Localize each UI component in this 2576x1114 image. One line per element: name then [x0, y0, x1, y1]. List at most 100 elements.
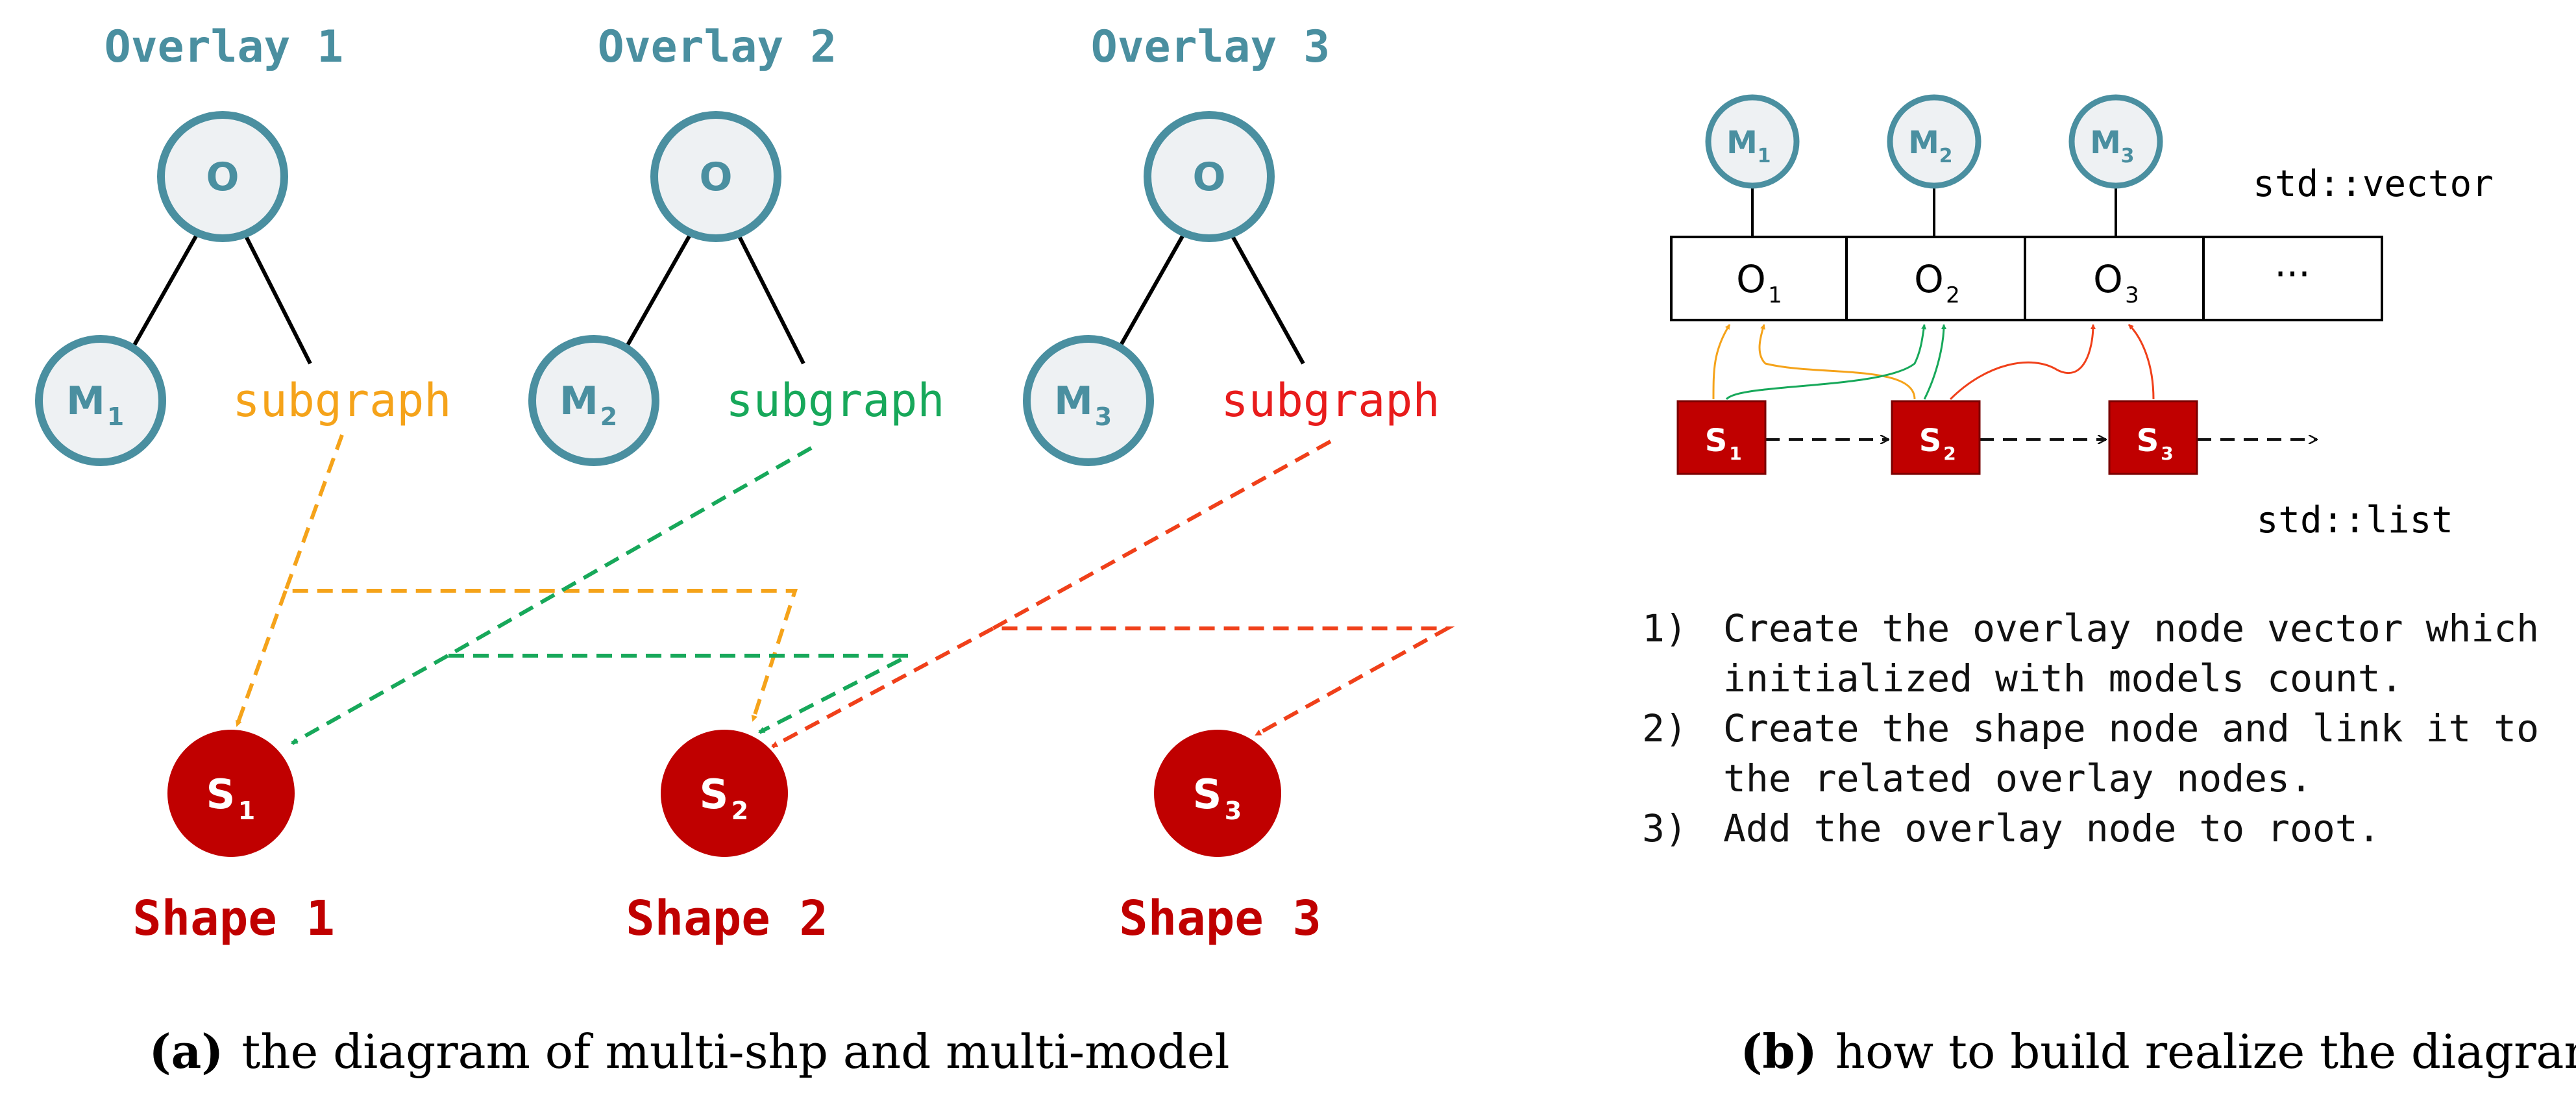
- model-node: [528, 335, 659, 466]
- list-node-2: S 2: [1891, 400, 1981, 475]
- link-s2-o3: [1949, 324, 2096, 401]
- list-node-label: S: [1919, 423, 1942, 459]
- overlay-root-label: O: [699, 155, 732, 200]
- vector-label: std::vector: [2253, 163, 2494, 205]
- model-subscript: 2: [600, 402, 617, 431]
- list-node-subscript: 3: [2161, 443, 2173, 464]
- tree-edge: [624, 234, 692, 349]
- link-green-to-s1: [291, 654, 449, 745]
- model-subscript: 1: [107, 402, 124, 431]
- overlay-1: Overlay 1 O M 1 subgraph: [35, 21, 452, 466]
- model-label: M: [559, 378, 598, 424]
- link-s1-o2: [1725, 324, 1926, 401]
- shape-links: [235, 434, 1455, 749]
- overlay-root-label: O: [1192, 155, 1225, 200]
- tree-edge: [737, 234, 805, 365]
- list-node-3: S 3: [2108, 400, 2198, 475]
- step-number: 1): [1642, 606, 1687, 650]
- tree-edge: [131, 234, 199, 349]
- tree-edge: [1118, 234, 1185, 349]
- link-s3-o3: [2128, 323, 2155, 400]
- vector-box: [1670, 236, 2383, 321]
- overlay-title: Overlay 2: [598, 21, 837, 73]
- shape-title: Shape 3: [1119, 891, 1321, 947]
- model-label: M: [66, 378, 105, 424]
- link-s2-o1: [1758, 324, 1916, 400]
- vector-model-3: M 3: [2068, 94, 2163, 189]
- link-s1-o1: [1712, 324, 1731, 400]
- list-node-label: S: [2137, 423, 2159, 459]
- model-label: M: [1726, 125, 1758, 161]
- shape-title: Shape 1: [132, 891, 335, 947]
- model-node: [35, 335, 166, 466]
- vector-cell-subscript: 1: [1768, 282, 1782, 308]
- tree-edge: [243, 234, 312, 365]
- shape-node-subscript: 2: [731, 797, 748, 825]
- link-red-to-s3: [985, 439, 1455, 737]
- step-text: Create the shape node and link it to the…: [1723, 706, 2540, 800]
- step-number: 2): [1642, 706, 1687, 750]
- shape-list: S 1 S 2 S 3: [1676, 400, 2317, 475]
- shape-node: [661, 730, 788, 857]
- caption-a: (a)the diagram of multi-shp and multi-mo…: [149, 1024, 1230, 1079]
- shape-node-subscript: 1: [238, 797, 255, 825]
- build-steps: 1) Create the overlay node vector which …: [1642, 604, 2564, 854]
- model-node: [1023, 335, 1154, 466]
- step-text: Create the overlay node vector which ini…: [1723, 606, 2540, 700]
- subgraph-label: subgraph: [232, 374, 451, 427]
- overlay-title: Overlay 1: [104, 21, 343, 73]
- vector-cell-label: O: [2093, 257, 2123, 301]
- vector-cell-label: O: [1914, 257, 1944, 301]
- build-step: 2) Create the shape node and link it to …: [1642, 704, 2564, 804]
- model-subscript: 3: [2121, 145, 2135, 167]
- shape-node-subscript: 3: [1225, 797, 1242, 825]
- caption-b-tag: (b): [1740, 1024, 1817, 1079]
- subgraph-label: subgraph: [726, 374, 944, 427]
- shape-1: S 1 Shape 1: [132, 730, 335, 947]
- link-orange-to-s1: [235, 589, 288, 727]
- overlay-2: Overlay 2 O M 2 subgraph: [528, 21, 945, 466]
- link-red-to-s2: [771, 626, 994, 749]
- vector-model-2: M 2: [1887, 94, 1981, 189]
- overlay-vector: O 1 O 2 O 3 ···: [1670, 236, 2383, 321]
- caption-a-tag: (a): [149, 1024, 224, 1079]
- list-node-1: S 1: [1676, 400, 1767, 475]
- subgraph-label: subgraph: [1221, 374, 1440, 427]
- shape-node-label: S: [206, 771, 236, 818]
- vector-cell-ellipsis: ···: [2274, 252, 2310, 296]
- vector-model-1: M 1: [1705, 94, 1800, 189]
- shape-node-label: S: [700, 771, 729, 818]
- shape-node: [1154, 730, 1281, 857]
- model-subscript: 2: [1939, 145, 1953, 167]
- overlay-title: Overlay 3: [1091, 21, 1330, 73]
- list-to-vector-links: [1712, 323, 2155, 401]
- model-label: M: [1908, 125, 1939, 161]
- step-text: Add the overlay node to root.: [1723, 806, 2381, 850]
- caption-b: (b) how to build realize the diagram: [1740, 1024, 2576, 1079]
- shape-3: S 3 Shape 3: [1119, 730, 1321, 947]
- build-step: 3) Add the overlay node to root.: [1642, 804, 2564, 854]
- shape-node-label: S: [1193, 771, 1222, 818]
- tree-edge: [1230, 234, 1305, 365]
- link-orange-to-s2: [282, 434, 798, 722]
- model-subscript: 1: [1758, 145, 1771, 167]
- vector-cell-label: O: [1736, 257, 1766, 301]
- vector-cell-subscript: 3: [2125, 282, 2139, 308]
- panel-b: M 1 M 2 M 3 std::vector O 1 O 2 O 3 ···: [1670, 94, 2576, 1079]
- overlay-root-label: O: [206, 155, 239, 200]
- vector-cell-subscript: 2: [1946, 282, 1960, 308]
- caption-b-text: how to build realize the diagram: [1835, 1024, 2576, 1079]
- overlay-root-node: [157, 111, 288, 242]
- panel-a: Overlay 1 O M 1 subgraph Overlay 2 O M 2…: [35, 21, 1455, 1079]
- build-step: 1) Create the overlay node vector which …: [1642, 604, 2564, 704]
- list-node-label: S: [1705, 423, 1728, 459]
- overlay-3: Overlay 3 O M 3 subgraph: [1023, 21, 1440, 466]
- link-s2-o2: [1923, 324, 1946, 400]
- shape-2: S 2 Shape 2: [626, 730, 828, 947]
- overlay-root-node: [650, 111, 781, 242]
- shape-title: Shape 2: [626, 891, 828, 947]
- list-node-subscript: 2: [1943, 443, 1956, 464]
- link-green-to-s2: [440, 446, 910, 734]
